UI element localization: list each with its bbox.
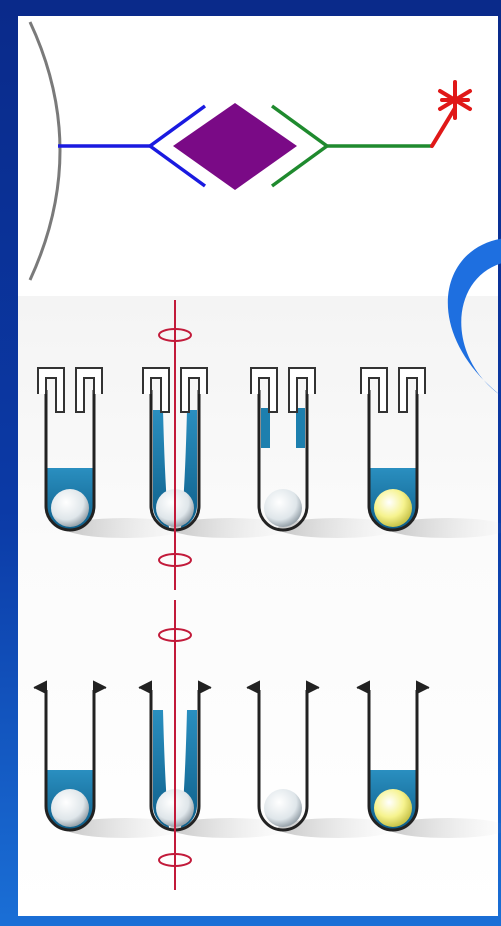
rotation-axis-icon	[158, 600, 192, 890]
white-bead	[264, 789, 302, 827]
tube-cap	[250, 367, 278, 413]
tube	[138, 600, 290, 890]
test-tube-with-bead-icon	[257, 690, 309, 832]
tube-shadow	[170, 818, 290, 838]
tube-shadow	[278, 818, 398, 838]
tube-rim	[93, 680, 107, 694]
white-bead	[51, 489, 89, 527]
blue-arc-shape	[447, 238, 501, 395]
liquid-film	[296, 408, 305, 448]
yellow-bead	[374, 789, 412, 827]
antigen-diamond	[173, 103, 297, 190]
white-bead	[264, 489, 302, 527]
tube-shadow	[170, 518, 290, 538]
tube	[142, 300, 290, 590]
tube-cap	[180, 367, 208, 413]
white-bead	[51, 789, 89, 827]
tube	[250, 367, 398, 538]
test-tube-with-bead-icon	[257, 390, 309, 532]
tube-rim	[138, 680, 152, 694]
test-tube-with-bead-icon	[44, 390, 96, 532]
tube	[246, 680, 398, 838]
tube	[360, 367, 501, 538]
tube-rim	[33, 680, 47, 694]
tube-rim	[306, 680, 320, 694]
tube-rim	[356, 680, 370, 694]
rotation-axis-icon	[158, 300, 192, 590]
test-tube-with-bead-icon	[367, 690, 419, 832]
tube-rim	[246, 680, 260, 694]
tube-shadow	[278, 518, 398, 538]
tube-shadow	[65, 518, 185, 538]
tube	[37, 367, 185, 538]
liquid-film	[261, 408, 270, 448]
tube-cap	[37, 367, 65, 413]
solid-surface-arc	[28, 21, 62, 281]
tube-cap	[142, 367, 170, 413]
tube-rim	[198, 680, 212, 694]
tube-rim	[416, 680, 430, 694]
tube-cap	[398, 367, 426, 413]
tube-shadow	[388, 818, 501, 838]
yellow-bead	[374, 489, 412, 527]
capture-antibody	[58, 104, 207, 188]
tube-row-2	[33, 600, 501, 890]
tube	[33, 680, 185, 838]
tube-cap	[75, 367, 103, 413]
detection-antibody	[270, 104, 432, 188]
tube-shadow	[388, 518, 501, 538]
binding-scheme	[28, 21, 472, 281]
asterisk-label-icon	[430, 80, 472, 148]
tube-row-1	[37, 300, 501, 590]
test-tube-with-bead-icon	[44, 690, 96, 832]
tube-shadow	[65, 818, 185, 838]
test-tube-with-bead-icon	[367, 390, 419, 532]
tube-cap	[360, 367, 388, 413]
tube	[356, 680, 501, 838]
tube-cap	[288, 367, 316, 413]
